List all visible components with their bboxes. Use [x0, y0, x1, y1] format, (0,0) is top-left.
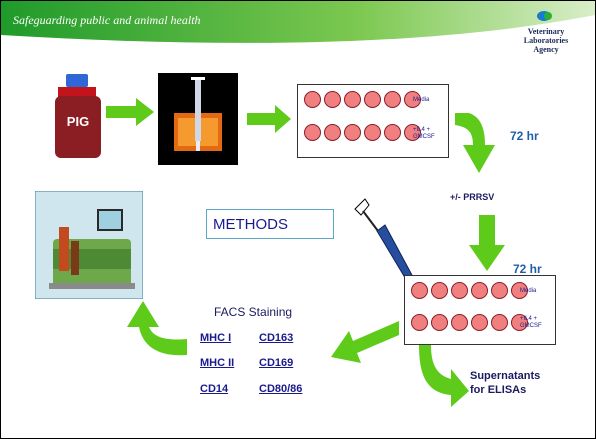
plate-row1-label: Media — [520, 288, 537, 294]
header-tagline: Safeguarding public and animal health — [13, 13, 201, 27]
well — [491, 314, 508, 331]
plate-row-il4 — [304, 124, 421, 141]
well — [431, 282, 448, 299]
well — [364, 91, 381, 108]
well — [324, 124, 341, 141]
well — [471, 314, 488, 331]
well — [511, 314, 528, 331]
well — [451, 282, 468, 299]
arrow-curve-down-icon — [455, 113, 495, 173]
well — [384, 91, 401, 108]
well — [344, 91, 361, 108]
well — [324, 91, 341, 108]
time-label-top: 72 hr — [510, 129, 539, 143]
marker-mhc-ii: MHC II — [200, 357, 235, 369]
supernatants-label: Supernatants for ELISAs — [470, 370, 541, 396]
facs-title: FACS Staining — [214, 305, 293, 319]
pig-label: PIG — [66, 114, 90, 129]
arrow-down-icon — [469, 215, 505, 271]
culture-plate-bottom: Media +IL4 + GMCSF — [404, 275, 556, 345]
plate-row1-label: Media — [413, 97, 430, 103]
well — [304, 91, 321, 108]
plate-row-il4 — [411, 314, 528, 331]
marker-cd14: CD14 — [200, 383, 229, 395]
arrow-curve-up-icon — [127, 301, 187, 356]
well — [384, 124, 401, 141]
marker-cd80-86: CD80/86 — [259, 383, 303, 395]
marker-cd169: CD169 — [259, 357, 294, 369]
culture-plate-top: Media +IL4 + GMCSF — [297, 84, 449, 158]
well — [491, 282, 508, 299]
plate-row2-label: +IL4 + GMCSF — [520, 316, 542, 329]
well — [471, 282, 488, 299]
marker-cd163: CD163 — [259, 332, 294, 344]
arrow-right-icon — [247, 105, 291, 133]
well — [404, 124, 421, 141]
header-banner — [1, 1, 595, 43]
well — [411, 314, 428, 331]
gradient-tube-icon — [158, 73, 238, 165]
agency-logo: Veterinary Laboratories Agency — [511, 9, 581, 54]
methods-box: METHODS — [206, 209, 334, 239]
plate-row-media — [304, 91, 421, 108]
arrow-right-icon — [106, 98, 154, 126]
well — [364, 124, 381, 141]
plate-row-media — [411, 282, 528, 299]
well — [431, 314, 448, 331]
facs-instrument-icon — [35, 191, 143, 299]
logo-text: Veterinary Laboratories Agency — [523, 27, 569, 54]
arrow-curve-right-icon — [419, 345, 469, 407]
well — [411, 282, 428, 299]
well — [451, 314, 468, 331]
well — [511, 282, 528, 299]
plate-row2-label: +IL4 + GMCSF — [413, 127, 435, 140]
arrow-diag-left-icon — [331, 321, 399, 363]
prrsv-label: +/- PRRSV — [450, 192, 495, 202]
logo-mark-icon — [537, 11, 552, 21]
marker-mhc-i: MHC I — [200, 332, 232, 344]
pig-bottle-icon — [55, 74, 101, 158]
well — [404, 91, 421, 108]
well — [344, 124, 361, 141]
well — [304, 124, 321, 141]
time-label-bottom: 72 hr — [513, 262, 542, 276]
